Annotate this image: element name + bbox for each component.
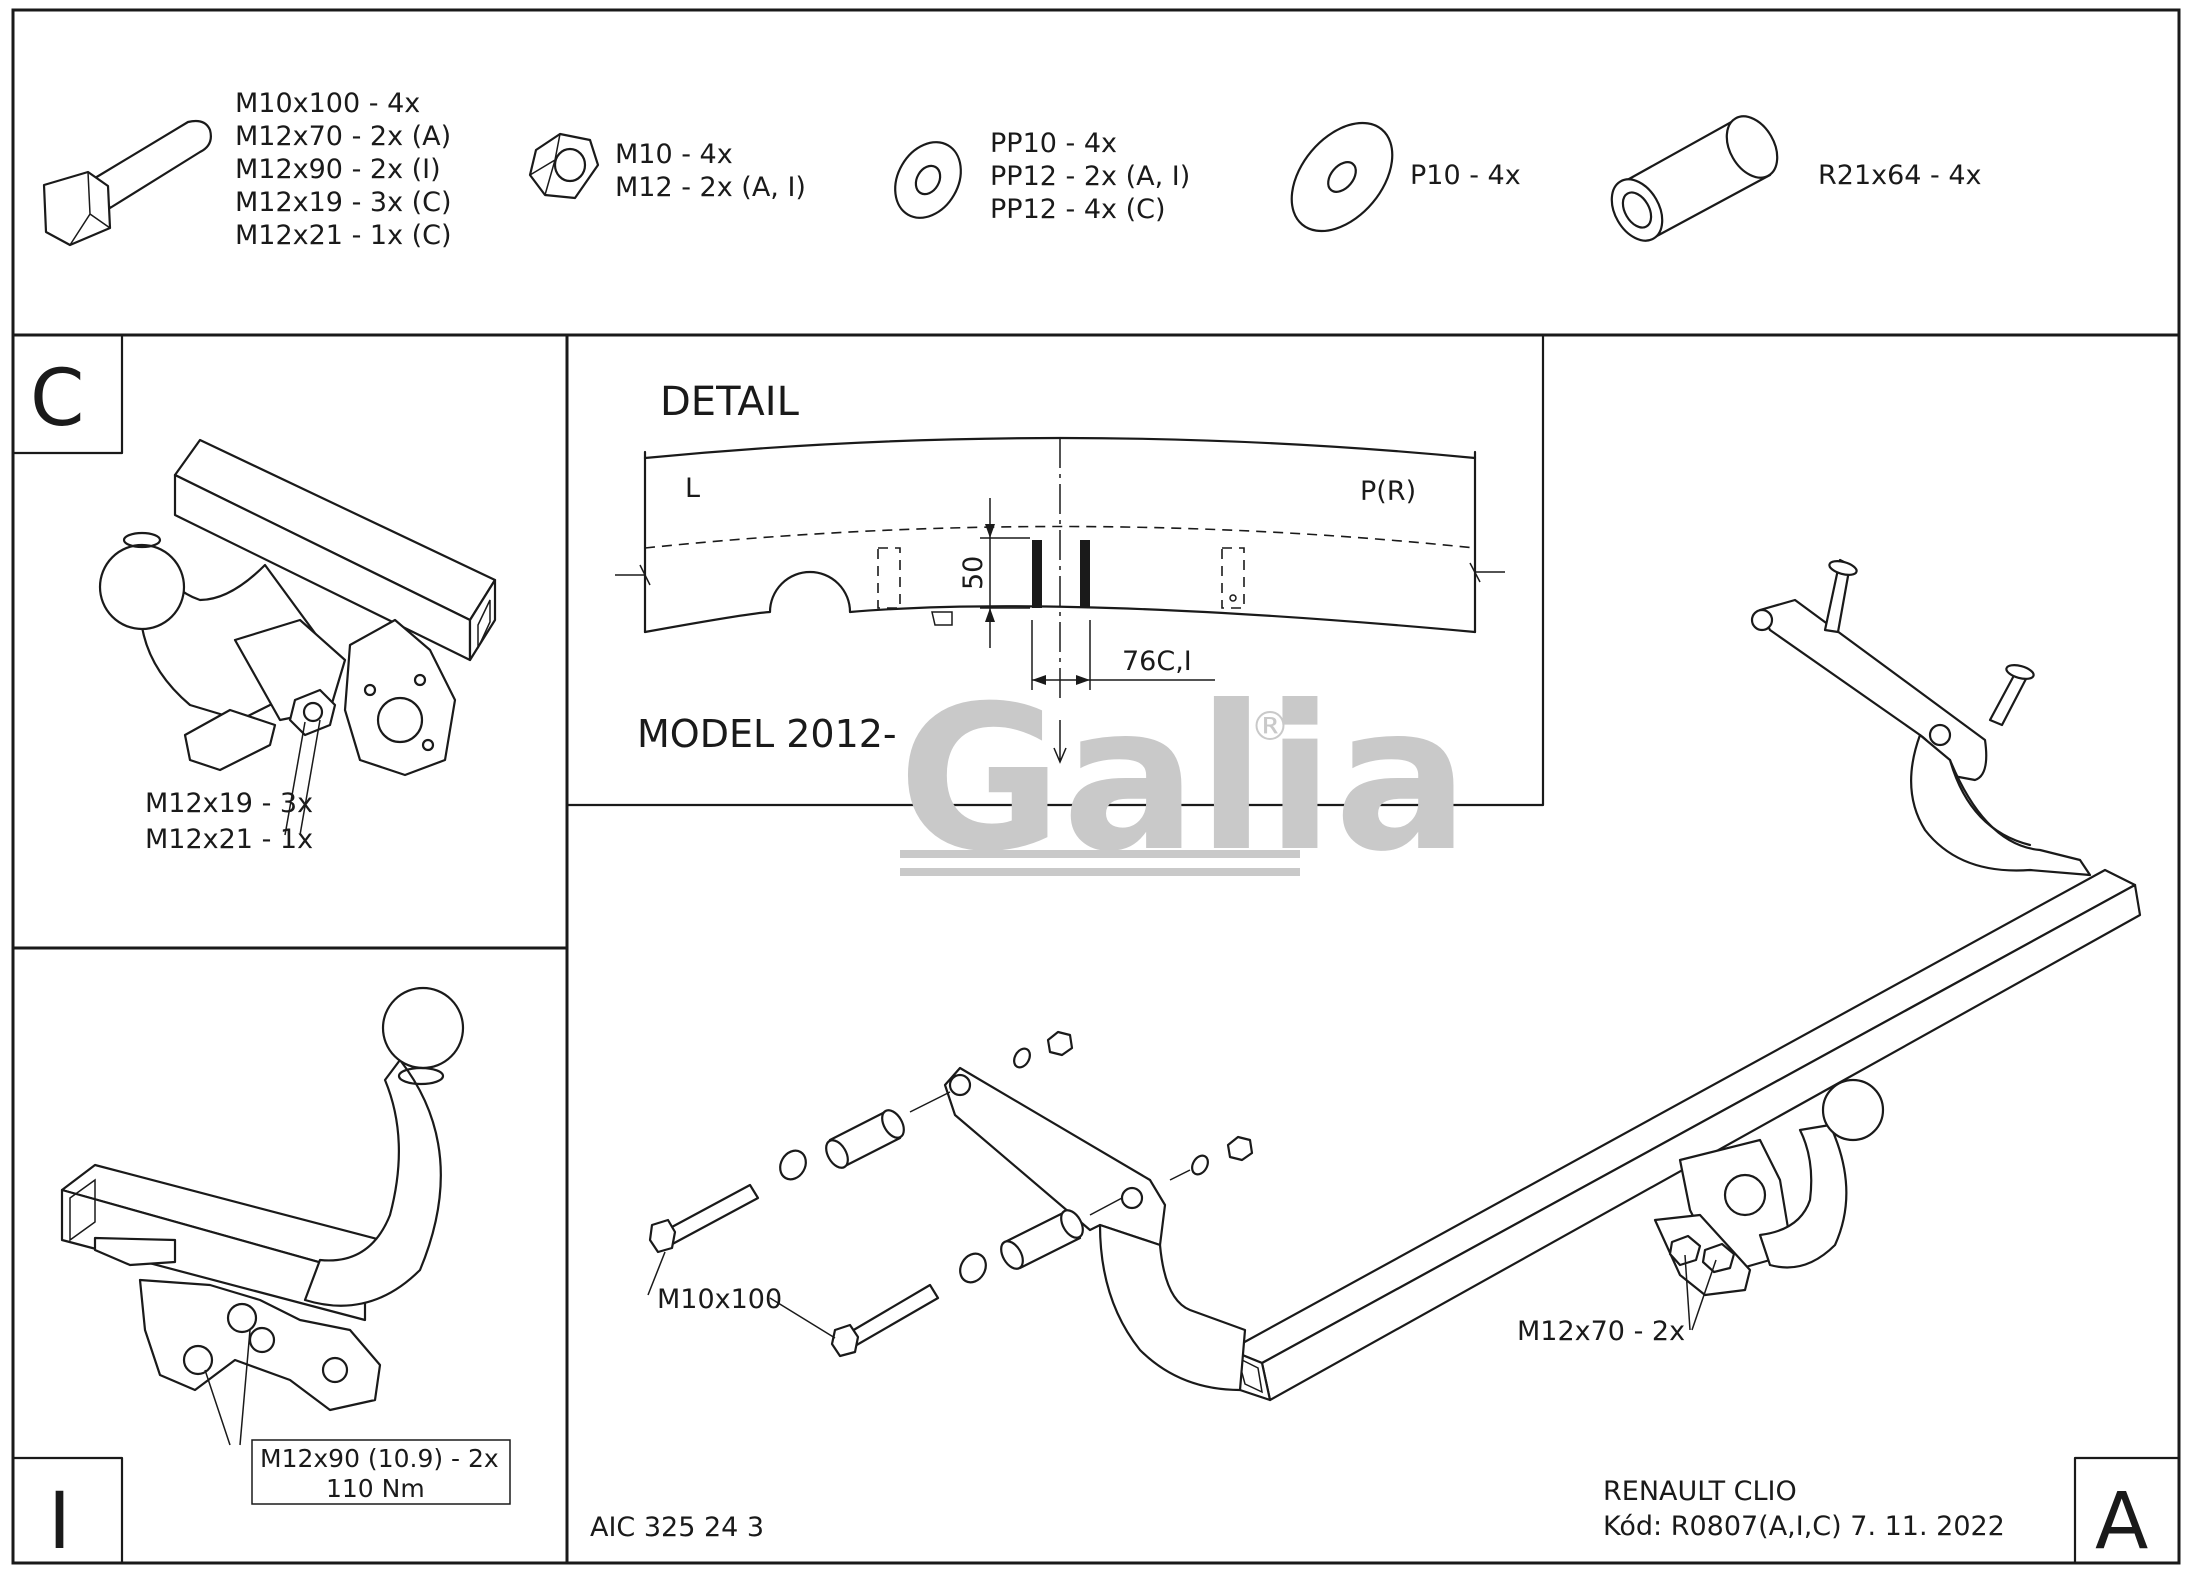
- dim-height-label: 50: [958, 556, 989, 590]
- spring-washer-spec-2: PP12 - 2x (A, I): [990, 161, 1190, 192]
- panel-c-label-2: M12x21 - 1x: [145, 824, 313, 855]
- title-block: AIC 325 24 3 RENAULT CLIO Kód: R0807(A,I…: [590, 1476, 2005, 1543]
- spring-washer-spec-3: PP12 - 4x (C): [990, 194, 1166, 225]
- bolt-icon: [42, 119, 212, 247]
- panel-i-label-2: 110 Nm: [326, 1474, 425, 1503]
- m12-callout-label: M12x70 - 2x: [1517, 1316, 1685, 1347]
- panel-i-label-1: M12x90 (10.9) - 2x: [260, 1444, 499, 1473]
- galia-logo: Galia ®: [898, 663, 1469, 896]
- panel-i: I M12x90 (10.9) - 2x 110 Nm: [48, 986, 511, 1567]
- panel-c: C M12x19 - 3x M12x21 - 1x: [30, 354, 497, 855]
- detail-title: DETAIL: [660, 379, 800, 425]
- panel-i-letter: I: [48, 1477, 71, 1567]
- detail-right-label: P(R): [1360, 476, 1416, 507]
- m10-callout-label: M10x100: [657, 1284, 782, 1315]
- drawing-frame: [11, 8, 2181, 1565]
- panel-a-letter: A: [2095, 1477, 2148, 1567]
- nut-icon: [528, 132, 600, 200]
- part-code-date: Kód: R0807(A,I,C) 7. 11. 2022: [1603, 1511, 2005, 1542]
- spring-washer-icon: [894, 141, 962, 219]
- flat-washer-icon: [1290, 121, 1394, 233]
- panel-c-label-1: M12x19 - 3x: [145, 788, 313, 819]
- washer-spec: P10 - 4x: [1410, 160, 1521, 191]
- nut-spec-2: M12 - 2x (A, I): [615, 172, 806, 203]
- detail-left-label: L: [685, 473, 700, 504]
- panel-a: A M12x70 - 2x: [647, 558, 2148, 1567]
- spring-washer-spec-1: PP10 - 4x: [990, 128, 1117, 159]
- bolt-spec-5: M12x21 - 1x (C): [235, 220, 452, 251]
- bolt-list: M10x100 - 4x M12x70 - 2x (A) M12x90 - 2x…: [235, 88, 452, 251]
- model-label: MODEL 2012-: [637, 712, 897, 756]
- bolt-spec-2: M12x70 - 2x (A): [235, 121, 451, 152]
- spring-washer-list: PP10 - 4x PP12 - 2x (A, I) PP12 - 4x (C): [990, 128, 1190, 225]
- drawing-code: AIC 325 24 3: [590, 1512, 764, 1543]
- nut-list: M10 - 4x M12 - 2x (A, I): [615, 139, 806, 203]
- registered-mark: ®: [1250, 704, 1290, 750]
- bolt-spec-1: M10x100 - 4x: [235, 88, 420, 119]
- spacer-icon: [1610, 115, 1779, 242]
- spacer-spec: R21x64 - 4x: [1818, 160, 1982, 191]
- bolt-spec-4: M12x19 - 3x (C): [235, 187, 452, 218]
- watermark-text: Galia: [898, 663, 1469, 896]
- panel-c-letter: C: [30, 354, 84, 444]
- detail-panel: DETAIL 50 76C,I L P(R) MO: [615, 379, 1505, 764]
- dim-width-label: 76C,I: [1122, 646, 1192, 677]
- vehicle-name: RENAULT CLIO: [1603, 1476, 1797, 1507]
- nut-spec-1: M10 - 4x: [615, 139, 733, 170]
- bolt-spec-3: M12x90 - 2x (I): [235, 154, 441, 185]
